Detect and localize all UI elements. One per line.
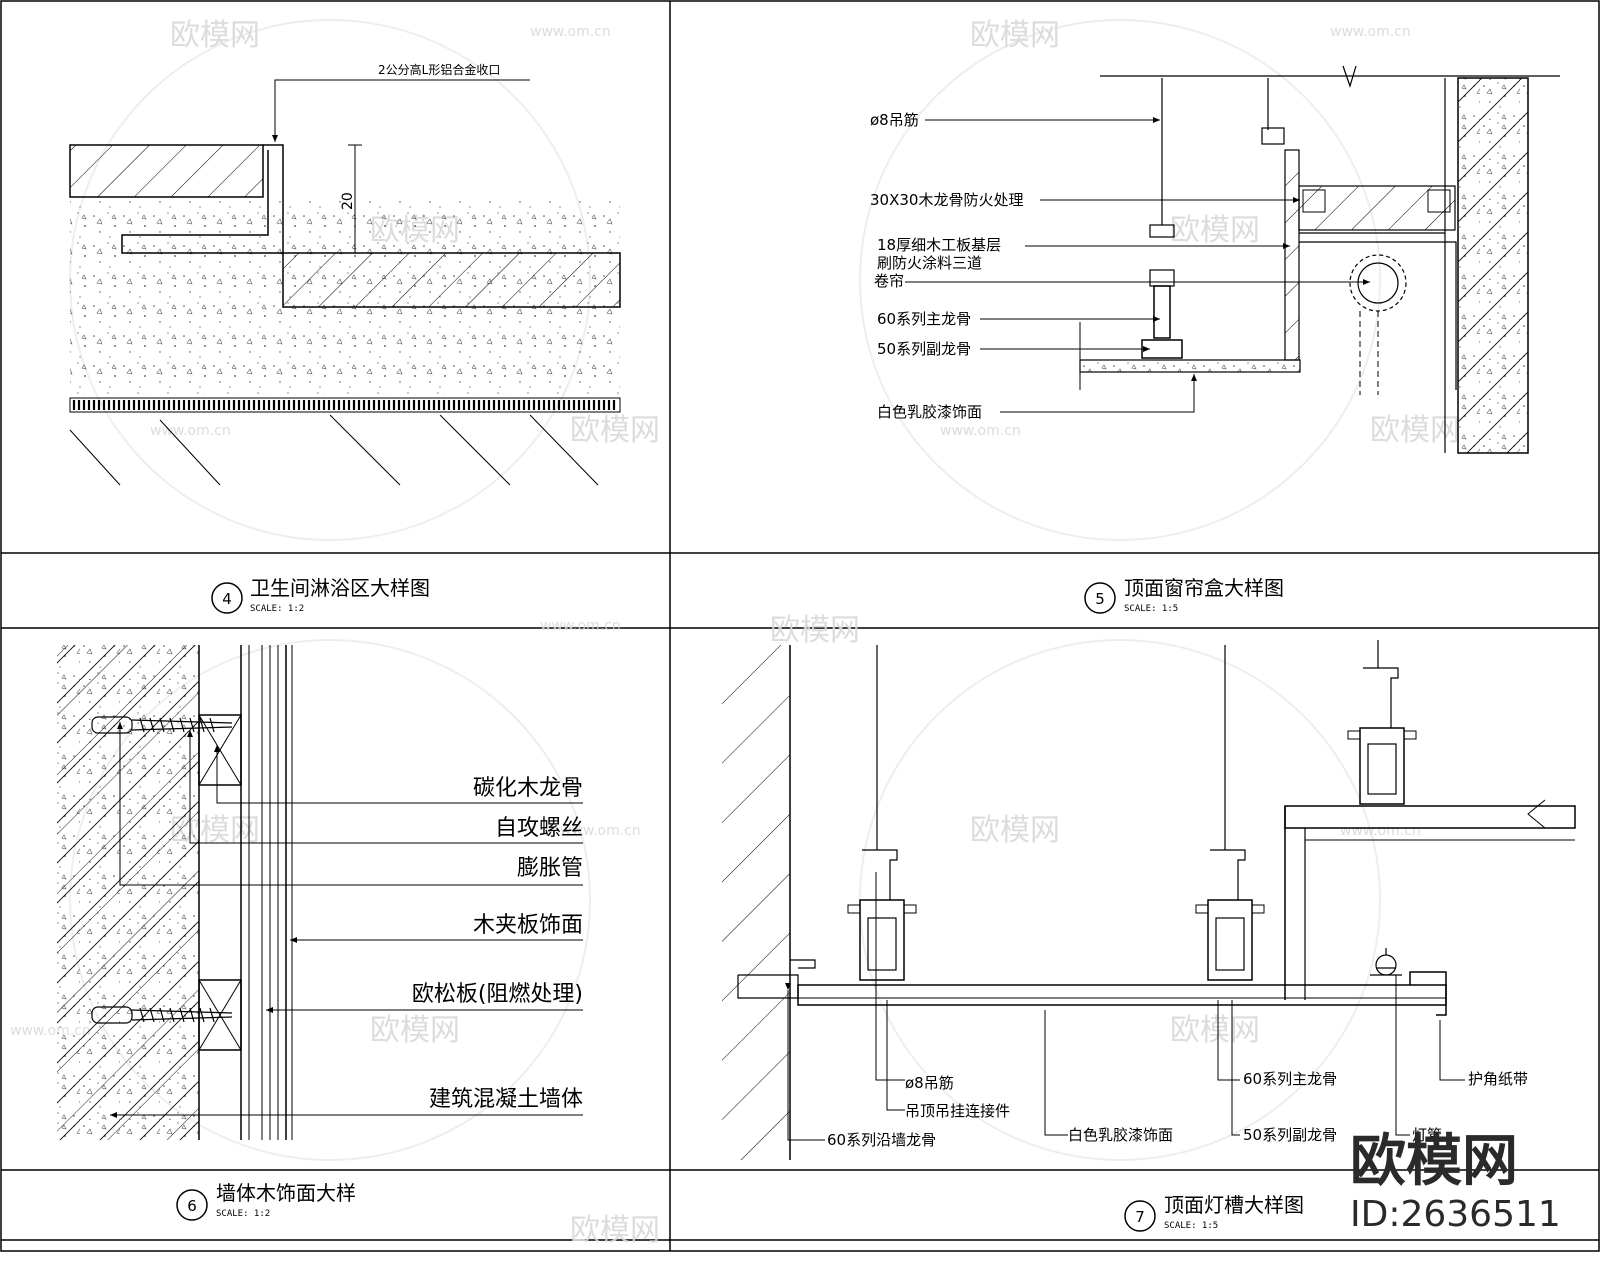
label-sub-keel: 50系列副龙骨	[1243, 1126, 1337, 1144]
detail-5-labels: ø8吊筋 30X30木龙骨防火处理 18厚细木工板基层 刷防火涂料三道 卷帘 6…	[870, 111, 1023, 421]
label-wall-keel: 60系列沿墙龙骨	[827, 1131, 936, 1149]
watermark-brand: 欧模网	[570, 1213, 660, 1248]
watermark-brand: 欧模网	[1370, 413, 1460, 448]
label-main-keel: 60系列主龙骨	[877, 310, 971, 328]
label-osb-board: 欧松板(阻燃处理)	[412, 982, 583, 1007]
detail-title: 卫生间淋浴区大样图	[250, 576, 430, 600]
label-lamp-tube: 灯管	[1412, 1126, 1442, 1144]
watermark-url: www.om.cn	[540, 618, 621, 634]
detail-number: 5	[1095, 590, 1105, 608]
watermark-brand: 欧模网	[570, 413, 660, 448]
label-corner-tape: 护角纸带	[1468, 1070, 1528, 1088]
label-rod: ø8吊筋	[905, 1074, 954, 1092]
title-block-5: 5 顶面窗帘盒大样图 SCALE: 1:5	[1084, 576, 1284, 614]
detail-4-shower: 2公分高L形铝合金收口 20	[69, 62, 621, 486]
title-block-7: 7 顶面灯槽大样图 SCALE: 1:5	[1124, 1193, 1304, 1232]
detail-scale: SCALE: 1:5	[1164, 1221, 1218, 1231]
label-concrete-wall: 建筑混凝土墙体	[429, 1087, 583, 1112]
label-board: 18厚细木工板基层	[877, 236, 1001, 254]
watermark-brand: 欧模网	[1170, 213, 1260, 248]
label-expansion-tube: 膨胀管	[517, 856, 583, 881]
label-rod: ø8吊筋	[870, 111, 919, 129]
detail-5-curtain-box	[905, 65, 1560, 454]
label-sub-keel: 50系列副龙骨	[877, 340, 971, 358]
brand-overlay: 欧模网 ID:2636511	[1350, 1129, 1561, 1235]
title-block-6: 6 墙体木饰面大样 SCALE: 1:2	[176, 1181, 356, 1221]
watermark-brand: 欧模网	[970, 813, 1060, 848]
brand-name: 欧模网	[1350, 1129, 1518, 1194]
detail-title: 顶面灯槽大样图	[1164, 1193, 1304, 1217]
detail-7-labels: ø8吊筋 吊顶吊挂连接件 60系列沿墙龙骨 白色乳胶漆饰面 60系列主龙骨 50…	[827, 1070, 1528, 1149]
label-paint: 白色乳胶漆饰面	[877, 403, 982, 421]
watermark-url: www.om.cn	[150, 423, 231, 439]
watermark-url: www.om.cn	[530, 24, 611, 40]
dimension-20: 20	[340, 192, 356, 210]
detail-number: 6	[187, 1197, 197, 1215]
label-hanger: 吊顶吊挂连接件	[905, 1102, 1010, 1120]
watermark-brand: 欧模网	[1170, 1013, 1260, 1048]
title-block-4: 4 卫生间淋浴区大样图 SCALE: 1:2	[211, 576, 430, 614]
detail-6-wood-wall	[57, 645, 583, 1140]
watermark-url: www.om.cn	[1340, 823, 1421, 839]
detail-number: 7	[1135, 1208, 1145, 1226]
label-main-keel: 60系列主龙骨	[1243, 1070, 1337, 1088]
watermark-brand: 欧模网	[970, 18, 1060, 53]
detail-number: 4	[222, 590, 232, 608]
brand-id: ID:2636511	[1350, 1194, 1561, 1235]
label-paint: 白色乳胶漆饰面	[1068, 1126, 1173, 1144]
detail-title: 墙体木饰面大样	[216, 1181, 356, 1205]
detail-scale: SCALE: 1:2	[250, 604, 304, 614]
watermark-brand: 欧模网	[370, 1013, 460, 1048]
watermark-url: www.om.cn	[560, 823, 641, 839]
detail-title: 顶面窗帘盒大样图	[1124, 576, 1284, 600]
label-plywood-finish: 木夹板饰面	[473, 913, 583, 938]
label-curtain: 卷帘	[874, 272, 904, 290]
label-self-tapping-screw: 自攻螺丝	[495, 816, 583, 841]
watermark-brand: 欧模网	[170, 18, 260, 53]
watermark-url: www.om.cn	[940, 423, 1021, 439]
watermark-brand: 欧模网	[770, 613, 860, 648]
label-trim: 2公分高L形铝合金收口	[378, 62, 500, 77]
sheet-frame	[0, 0, 1600, 1252]
label-fireproof: 刷防火涂料三道	[877, 254, 982, 272]
detail-6-labels: 碳化木龙骨 自攻螺丝 膨胀管 木夹板饰面 欧松板(阻燃处理) 建筑混凝土墙体	[412, 776, 583, 1112]
watermark-url: www.om.cn	[1330, 24, 1411, 40]
label-carbon-wood-keel: 碳化木龙骨	[473, 776, 583, 801]
detail-7-light-trough	[722, 640, 1576, 1160]
detail-scale: SCALE: 1:5	[1124, 604, 1178, 614]
detail-scale: SCALE: 1:2	[216, 1209, 270, 1219]
label-joist: 30X30木龙骨防火处理	[870, 191, 1023, 209]
